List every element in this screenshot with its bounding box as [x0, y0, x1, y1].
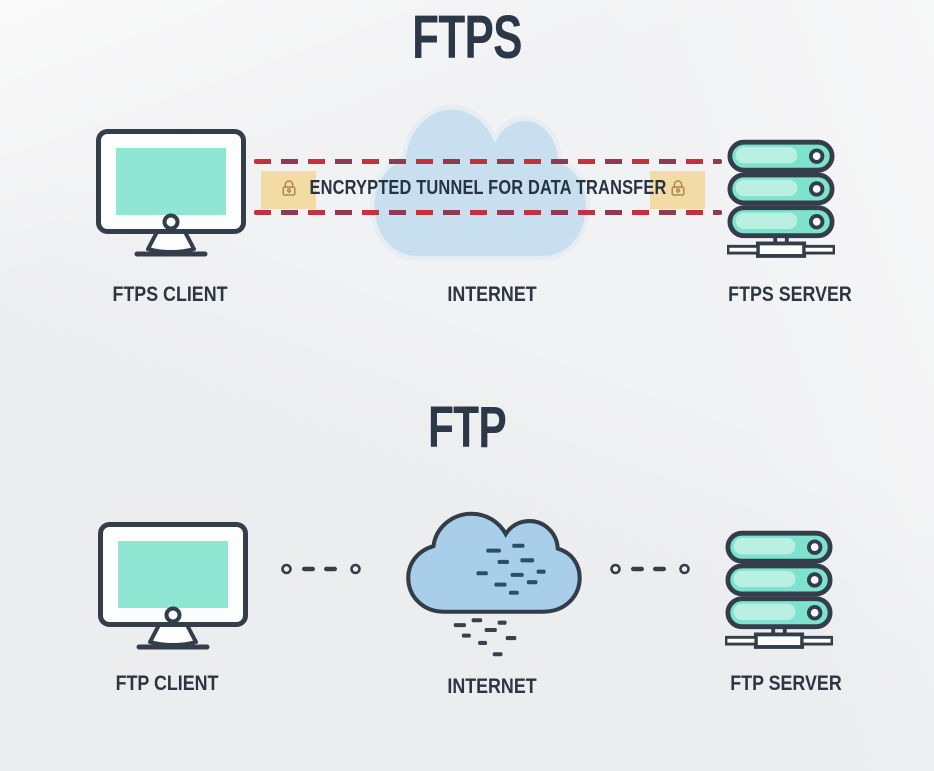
ftp-server-icon	[724, 530, 834, 659]
lock-icon	[278, 177, 300, 204]
lock-icon	[667, 177, 689, 204]
lock-badge-right	[650, 171, 705, 209]
internet-cloud-leaking-icon	[392, 500, 587, 671]
ftps-client-monitor-icon	[95, 128, 247, 263]
internet-label-bottom: INTERNET	[447, 675, 537, 698]
ftp-client-label: FTP CLIENT	[115, 672, 219, 695]
plain-connection-left	[281, 562, 361, 581]
data-dashes-inside	[476, 543, 546, 595]
ftps-title: FTPS	[412, 3, 522, 72]
ftp-title: FTP	[427, 393, 507, 460]
data-dashes-falling	[453, 618, 517, 657]
ftps-server-icon	[726, 139, 836, 268]
plain-connection-right	[610, 562, 690, 581]
lock-badge-left	[261, 171, 316, 209]
tunnel-dashed-line-top	[254, 159, 722, 164]
ftps-server-label: FTPS SERVER	[728, 283, 852, 306]
ftp-client-monitor-icon	[97, 521, 249, 656]
encrypted-tunnel-label: ENCRYPTED TUNNEL FOR DATA TRANSFER	[309, 177, 667, 199]
ftps-client-label: FTPS CLIENT	[112, 283, 228, 306]
internet-label-top: INTERNET	[447, 283, 537, 306]
ftp-server-label: FTP SERVER	[730, 672, 842, 695]
tunnel-dashed-line-bottom	[254, 210, 722, 215]
internet-cloud-icon	[352, 86, 597, 291]
